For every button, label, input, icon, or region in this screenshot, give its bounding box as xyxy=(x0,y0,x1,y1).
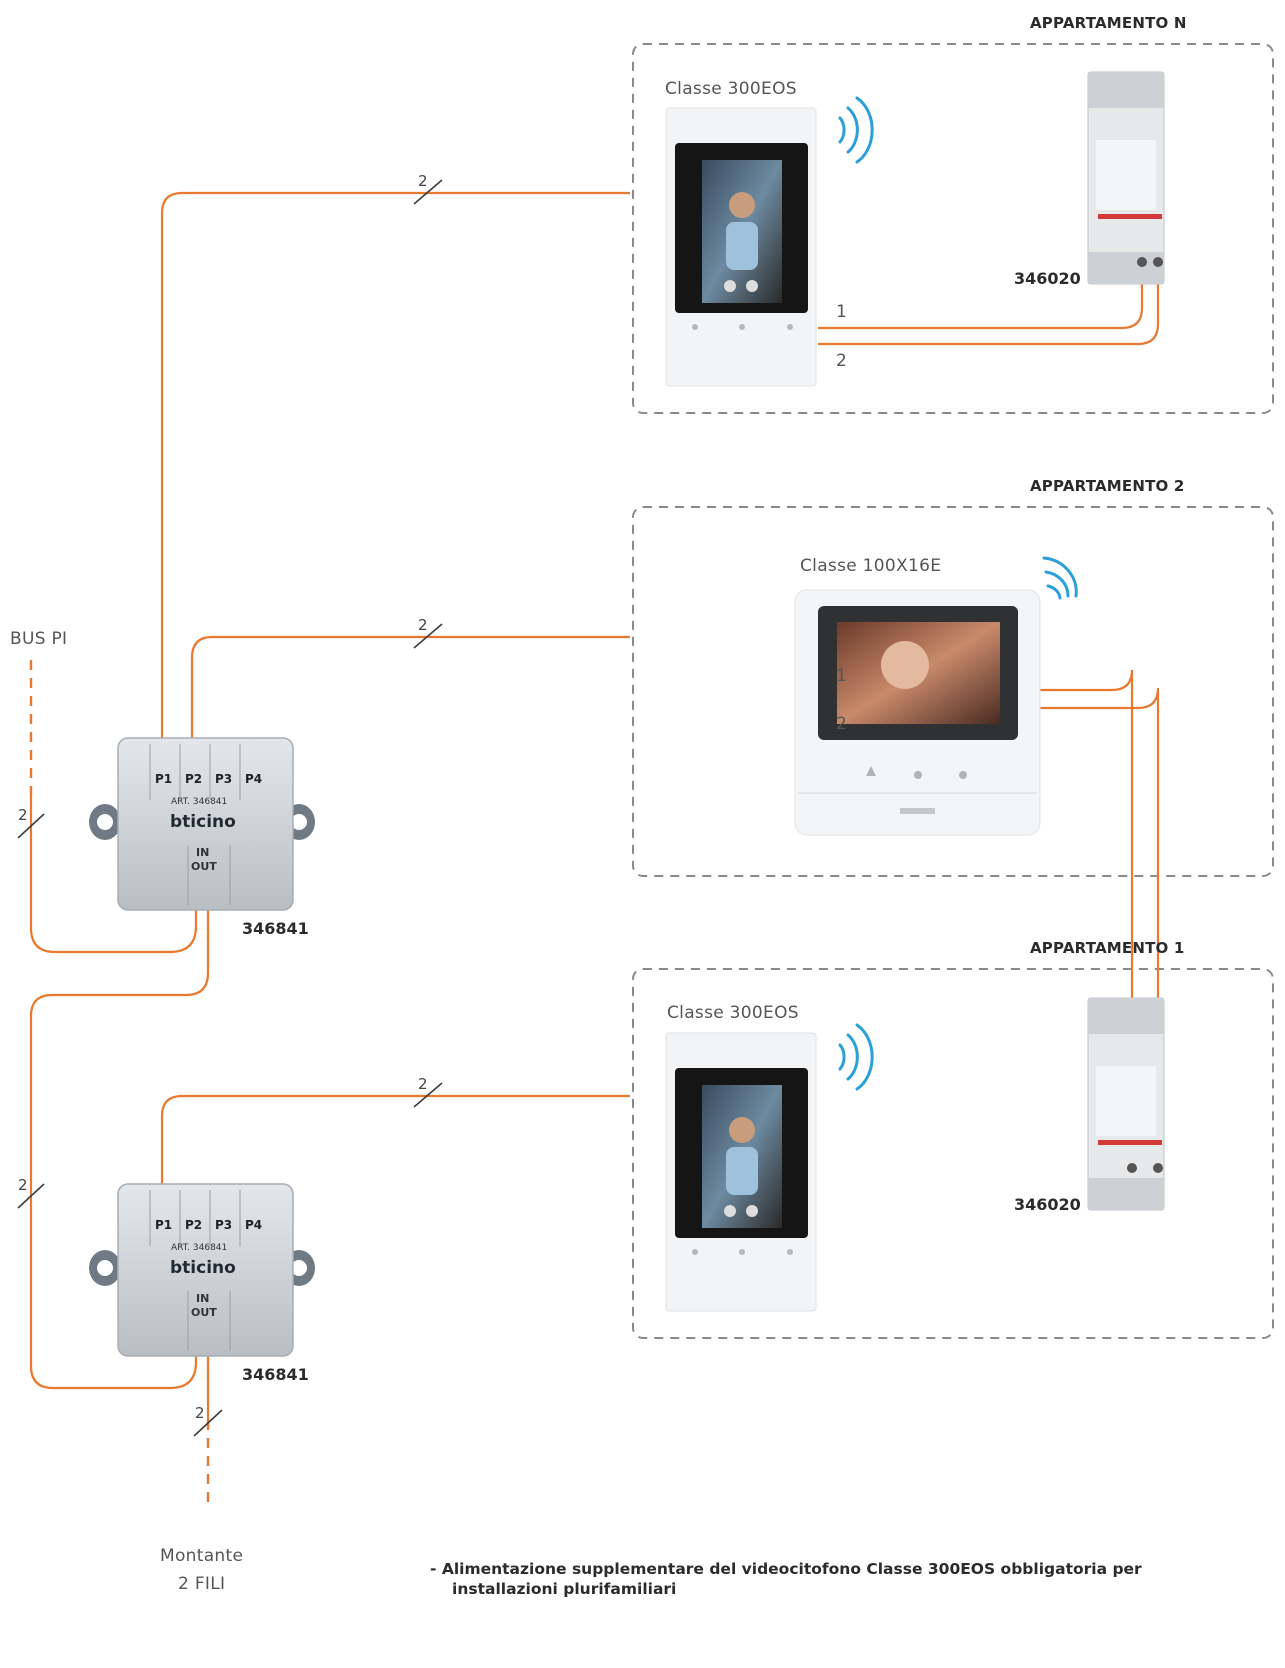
wire-count-label: 2 xyxy=(18,806,28,824)
bus-pi-label: BUS PI xyxy=(10,629,68,649)
out-label: OUT xyxy=(191,1306,217,1319)
port-label: P2 xyxy=(185,772,203,786)
apartment-2-box xyxy=(632,506,1274,877)
power-supply-346020-1 xyxy=(1087,997,1165,1211)
in-label: IN xyxy=(196,1292,210,1305)
distributor-346841-bottom xyxy=(89,1183,315,1357)
apartment-1-label: APPARTAMENTO 1 xyxy=(1030,939,1185,957)
psu-code-1: 346020 xyxy=(1014,1195,1081,1214)
apartment-n-label: APPARTAMENTO N xyxy=(1030,14,1187,32)
wire-count-label: 2 xyxy=(418,1075,428,1093)
brand-logo: bticino xyxy=(170,1258,236,1278)
brand-logo: bticino xyxy=(170,812,236,832)
device-label-100x16e: Classe 100X16E xyxy=(800,556,942,576)
distributor-346841-top xyxy=(89,737,315,911)
wire-label-1-a1: 1 xyxy=(836,666,848,686)
wire-count-label: 2 xyxy=(418,616,428,634)
classe-100x16e-device xyxy=(794,589,1041,836)
distributor-code: 346841 xyxy=(242,1365,309,1384)
wire-count-slashes xyxy=(17,179,443,1437)
wire-count-label: 2 xyxy=(18,1176,28,1194)
dashed-bus xyxy=(29,660,210,1505)
apartment-1-box xyxy=(632,968,1274,1339)
port-label: P4 xyxy=(245,772,263,786)
apartment-2-label: APPARTAMENTO 2 xyxy=(1030,477,1185,495)
distributor-code: 346841 xyxy=(242,919,309,938)
wifi-icon xyxy=(838,96,1078,1091)
wire-count-label: 2 xyxy=(418,172,428,190)
art-label: ART. 346841 xyxy=(171,797,228,807)
note-line-2: installazioni plurifamiliari xyxy=(452,1580,677,1598)
in-label: IN xyxy=(196,846,210,859)
wire-label-2-a1: 2 xyxy=(836,714,848,734)
apartment-n-box xyxy=(632,43,1274,414)
art-label: ART. 346841 xyxy=(171,1243,228,1253)
classe-300eos-device-n xyxy=(665,107,817,387)
out-label: OUT xyxy=(191,860,217,873)
port-label: P3 xyxy=(215,772,233,786)
wire-count-label: 2 xyxy=(195,1404,205,1422)
port-label: P1 xyxy=(155,1218,173,1232)
note-line-1: - Alimentazione supplementare del videoc… xyxy=(430,1560,1142,1578)
port-label: P3 xyxy=(215,1218,233,1232)
port-label: P2 xyxy=(185,1218,203,1232)
classe-300eos-device-1 xyxy=(665,1032,817,1312)
wire-label-1-n: 1 xyxy=(836,302,848,322)
device-label-300eos-n: Classe 300EOS xyxy=(665,79,797,99)
bus-wires xyxy=(29,191,1160,1420)
riser-label-line1: Montante xyxy=(160,1546,244,1566)
wire-label-2-n: 2 xyxy=(836,351,848,371)
riser-label-line2: 2 FILI xyxy=(178,1574,226,1594)
port-label: P4 xyxy=(245,1218,263,1232)
psu-code-n: 346020 xyxy=(1014,269,1081,288)
power-supply-346020-n xyxy=(1087,71,1165,285)
device-label-300eos-1: Classe 300EOS xyxy=(667,1003,799,1023)
port-label: P1 xyxy=(155,772,173,786)
